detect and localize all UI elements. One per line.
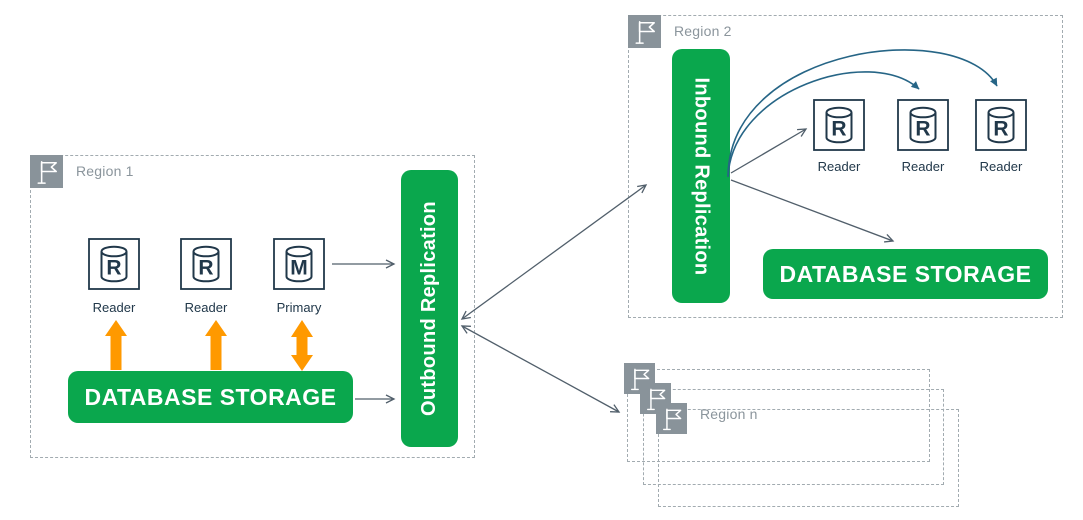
region1-primary-database-icon: M — [273, 238, 325, 290]
outbound-replication-label: Outbound Replication — [418, 201, 440, 416]
region1-label: Region 1 — [76, 163, 134, 179]
region2-reader2-database-icon: R — [897, 99, 949, 151]
outbound-replication-box: Outbound Replication — [401, 170, 458, 447]
outbound-to-region2-double-arrow — [460, 184, 648, 320]
region2-box — [628, 15, 1063, 318]
region1-reader1-label: Reader — [92, 300, 136, 315]
db-letter: M — [290, 257, 308, 280]
region1-reader1-database-icon: R — [88, 238, 140, 290]
region1-reader2-database-icon: R — [180, 238, 232, 290]
region1-reader2-label: Reader — [184, 300, 228, 315]
region2-reader1-database-icon: R — [813, 99, 865, 151]
db-letter: R — [993, 118, 1008, 141]
outbound-to-region-n-double-arrow — [460, 325, 621, 413]
region-n-box-front — [658, 409, 959, 507]
database-storage-label: DATABASE STORAGE — [779, 260, 1032, 287]
region-n-label: Region n — [700, 406, 758, 422]
region1-primary-label: Primary — [276, 300, 322, 315]
region2-database-storage-box: DATABASE STORAGE — [763, 249, 1048, 299]
database-storage-label: DATABASE STORAGE — [84, 383, 337, 410]
db-letter: R — [831, 118, 846, 141]
region-n-flag-icon-back — [624, 363, 655, 394]
region1-flag-icon — [30, 155, 63, 188]
region-n-flag-icon-front — [656, 403, 687, 434]
region2-flag-icon — [628, 15, 661, 48]
region2-reader3-label: Reader — [979, 159, 1023, 174]
db-letter: R — [198, 257, 213, 280]
region-n-box-back — [627, 369, 930, 462]
region-n-box-middle — [643, 389, 944, 485]
region2-label: Region 2 — [674, 23, 732, 39]
db-letter: R — [106, 257, 121, 280]
region1-database-storage-box: DATABASE STORAGE — [68, 371, 353, 423]
inbound-replication-box: Inbound Replication — [672, 49, 730, 303]
db-letter: R — [915, 118, 930, 141]
region2-reader1-label: Reader — [817, 159, 861, 174]
inbound-replication-label: Inbound Replication — [690, 77, 713, 275]
region2-reader3-database-icon: R — [975, 99, 1027, 151]
region2-reader2-label: Reader — [901, 159, 945, 174]
